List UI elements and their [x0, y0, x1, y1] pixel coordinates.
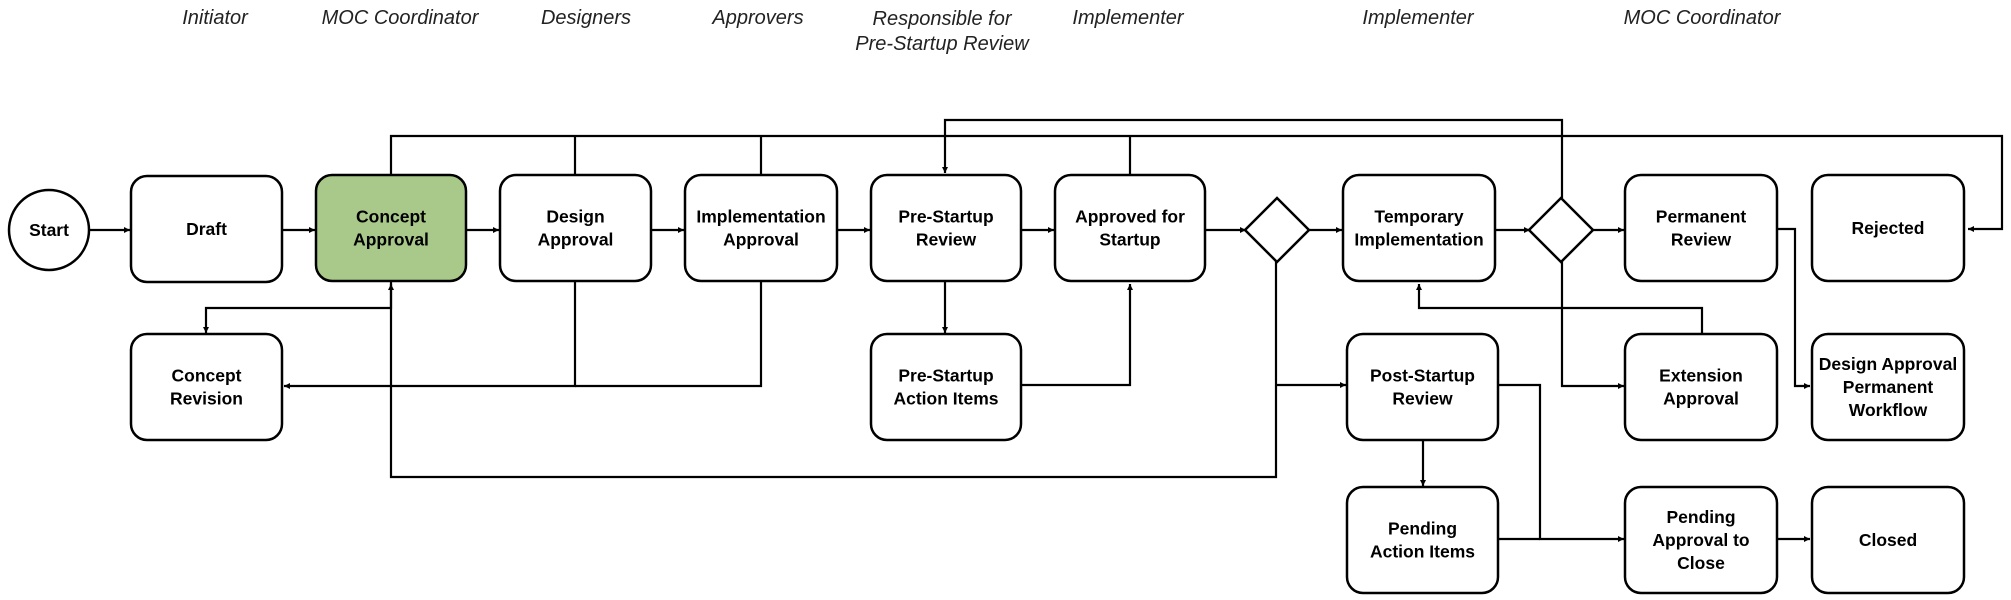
start-label: Start: [29, 220, 69, 240]
pre-startup-review-label: Review: [916, 230, 977, 250]
pending-action-items-label: Action Items: [1370, 542, 1475, 562]
permanent-review-label: Permanent: [1656, 207, 1747, 227]
decision-diamond-implementation: [1527, 196, 1595, 264]
pending-approval-to-close-label: Approval to: [1652, 530, 1749, 550]
extension-approval-box: [1623, 332, 1779, 442]
draft-label: Draft: [186, 219, 227, 239]
concept-approval-label: Concept: [356, 207, 426, 227]
role-label-approvers: Approvers: [711, 7, 803, 29]
design-approval-label: Approval: [538, 230, 614, 250]
pending-approval-to-close-label: Pending: [1666, 507, 1735, 527]
connector-poststartup-close: [1498, 383, 1624, 542]
role-label-responsible-psr: Pre-Startup Review: [855, 33, 1030, 55]
connector-extension-temporary: [1416, 284, 1704, 333]
decision-diamond-startup: [1243, 196, 1311, 264]
implementation-approval-label: Implementation: [696, 207, 825, 227]
role-label-designers: Designers: [541, 7, 631, 29]
design-approval-permanent-workflow-box: [1810, 332, 1966, 442]
role-label-moc-coordinator-1: MOC Coordinator: [322, 7, 480, 29]
closed-label: Closed: [1859, 530, 1917, 550]
temporary-implementation-label: Implementation: [1354, 230, 1483, 250]
connector-design-to-revision: [284, 282, 577, 389]
draft-box: [129, 174, 284, 284]
connectors: [90, 118, 2004, 542]
design-approval-permanent-workflow-label: Workflow: [1849, 400, 1928, 420]
extension-approval-label: Approval: [1663, 389, 1739, 409]
pre-startup-action-items-label: Action Items: [893, 389, 998, 409]
node-closed: Closed: [1810, 485, 1966, 595]
role-label-responsible-psr: Responsible for: [873, 8, 1013, 30]
connector-diamond2-extension: [1560, 261, 1624, 389]
pending-action-items-label: Pending: [1388, 519, 1457, 539]
permanent-review-box: [1623, 173, 1779, 283]
design-approval-box: [498, 173, 653, 283]
permanent-review-label: Review: [1671, 230, 1732, 250]
pending-approval-to-close-label: Close: [1677, 553, 1725, 573]
role-label-initiator: Initiator: [182, 7, 249, 29]
connector-actionitems-approved: [1021, 284, 1133, 387]
role-label-implementer-2: Implementer: [1362, 7, 1474, 29]
concept-revision-label: Concept: [172, 366, 242, 386]
approved-for-startup-label: Approved for: [1075, 207, 1185, 227]
implementation-approval-label: Approval: [723, 230, 799, 250]
design-approval-permanent-workflow-label: Permanent: [1843, 377, 1934, 397]
role-label-moc-coordinator-2: MOC Coordinator: [1624, 7, 1782, 29]
pre-startup-action-items-box: [869, 332, 1023, 442]
concept-revision-label: Revision: [170, 389, 243, 409]
node-rejected: Rejected: [1810, 173, 1966, 283]
pre-startup-action-items-label: Pre-Startup: [898, 366, 993, 386]
role-labels: Initiator MOC Coordinator Designers Approve…: [182, 7, 1781, 55]
pending-action-items-box: [1345, 485, 1500, 595]
temporary-implementation-label: Temporary: [1374, 207, 1463, 227]
rejected-label: Rejected: [1852, 218, 1925, 238]
rejected-box: [1810, 173, 1966, 283]
node-start: Start: [7, 188, 91, 272]
start-circle: [7, 188, 91, 272]
connector-implementation-to-revision: [575, 282, 763, 388]
extension-approval-label: Extension: [1659, 366, 1743, 386]
concept-revision-box: [129, 332, 284, 442]
concept-approval-box: [314, 173, 468, 283]
design-approval-label: Design: [546, 207, 604, 227]
connector-diamond2-prestartup: [942, 118, 1564, 198]
implementation-approval-box: [683, 173, 839, 283]
role-label-implementer-1: Implementer: [1072, 7, 1184, 29]
connector-concept-to-revision: [203, 280, 393, 333]
approved-for-startup-label: Startup: [1099, 230, 1160, 250]
temporary-implementation-box: [1341, 173, 1497, 283]
design-approval-permanent-workflow-label: Design Approval: [1819, 354, 1957, 374]
pending-approval-to-close-box: [1623, 485, 1779, 595]
reject-bus: [389, 134, 2004, 232]
pre-startup-review-label: Pre-Startup: [898, 207, 993, 227]
post-startup-review-label: Review: [1392, 389, 1453, 409]
closed-box: [1810, 485, 1966, 595]
concept-approval-label: Approval: [353, 230, 429, 250]
approved-for-startup-box: [1053, 173, 1207, 283]
connector-permanent-workflow: [1777, 227, 1810, 389]
node-draft: Draft: [129, 174, 284, 284]
post-startup-review-box: [1345, 332, 1500, 442]
pre-startup-review-box: [869, 173, 1023, 283]
post-startup-review-label: Post-Startup: [1370, 366, 1475, 386]
connector-diamond1-branch: [388, 261, 1278, 479]
